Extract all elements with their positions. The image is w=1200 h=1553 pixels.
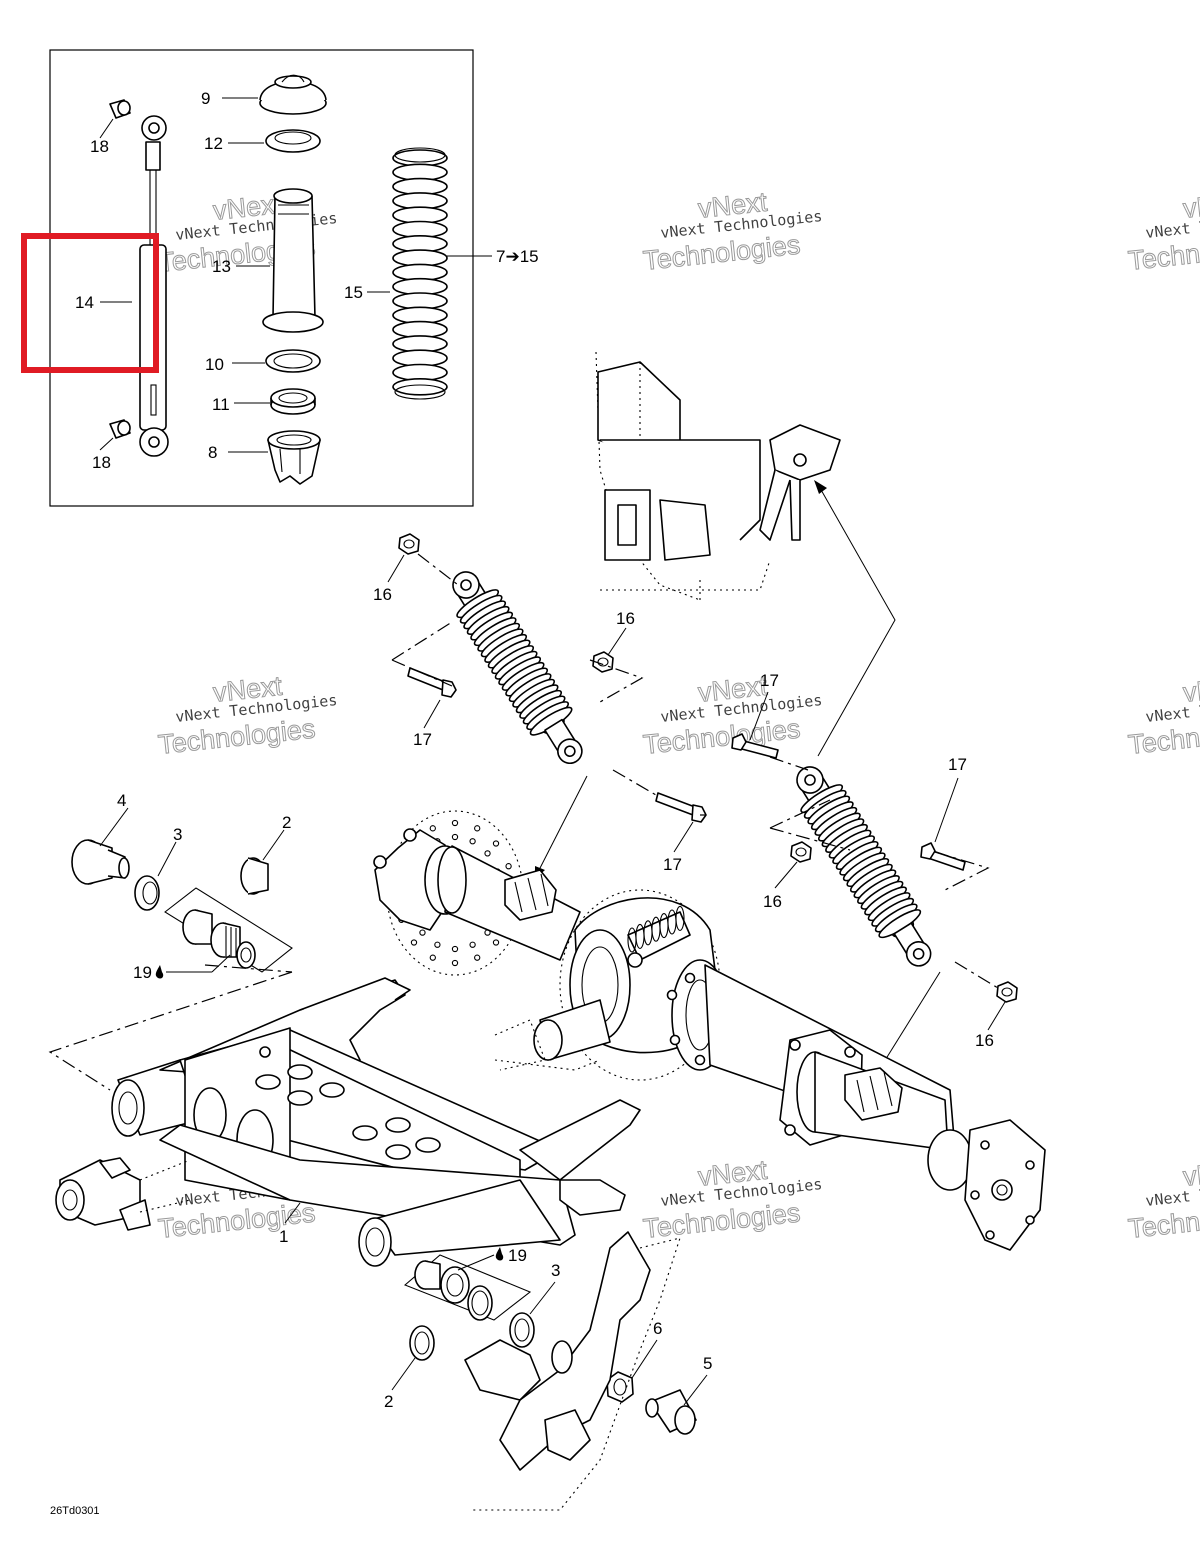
inner-race-part[interactable] xyxy=(236,941,256,969)
watermark: vNext vNext Technologies Technologies xyxy=(641,1154,823,1244)
callout-1: 1 xyxy=(279,1227,288,1246)
inset-leaders xyxy=(99,97,492,453)
callout-16: 16 xyxy=(975,1031,994,1050)
nut-part[interactable] xyxy=(790,841,812,863)
grease-drop-icon xyxy=(495,1247,504,1261)
callout-17: 17 xyxy=(948,755,967,774)
grease-drop-icon xyxy=(155,965,164,979)
right-shock-assembly[interactable] xyxy=(783,756,946,976)
nut-part[interactable] xyxy=(592,651,614,673)
sleeve-part[interactable] xyxy=(467,1285,493,1321)
sleeve-part[interactable] xyxy=(414,1260,441,1290)
callout-19: 19 xyxy=(133,963,152,982)
bolt-part[interactable] xyxy=(920,842,966,871)
main-leaders xyxy=(99,554,1006,1406)
bearing-part[interactable] xyxy=(409,1325,435,1361)
callout-7-to-15: 7➔15 xyxy=(496,247,539,266)
callout-16: 16 xyxy=(763,892,782,911)
watermark-text: vNext xyxy=(1182,1155,1200,1192)
collar-part[interactable] xyxy=(270,388,316,415)
callout-2: 2 xyxy=(384,1392,393,1411)
pivot-pin-part[interactable] xyxy=(645,1389,697,1435)
spring-seat-part[interactable] xyxy=(259,74,327,115)
callout-4: 4 xyxy=(117,791,126,810)
callout-3: 3 xyxy=(173,825,182,844)
vehicle-frame-section xyxy=(595,351,841,601)
ring-part[interactable] xyxy=(265,349,321,373)
pivot-pin-part[interactable] xyxy=(71,839,130,885)
watermark: vNext vNext Technologies Technologies xyxy=(641,186,823,276)
callout-17: 17 xyxy=(663,855,682,874)
bolt-part[interactable] xyxy=(407,667,457,698)
alignment-lines xyxy=(48,553,999,1091)
callout-2: 2 xyxy=(282,813,291,832)
callout-17: 17 xyxy=(760,671,779,690)
inset-frame xyxy=(49,49,474,507)
callout-3: 3 xyxy=(551,1261,560,1280)
callout-10: 10 xyxy=(205,355,224,374)
adjuster-nut-part[interactable] xyxy=(267,430,321,485)
callout-16: 16 xyxy=(373,585,392,604)
callout-labels: 9 12 13 10 11 8 15 7➔15 14 18 18 16 16 1… xyxy=(50,89,994,1517)
swing-arm-part[interactable] xyxy=(55,977,641,1267)
watermark: vNext vNext Technologies Technologies xyxy=(1126,186,1200,276)
needle-bearing-part[interactable] xyxy=(210,922,241,958)
needle-bearing-part[interactable] xyxy=(440,1266,470,1304)
bolt-part[interactable] xyxy=(655,792,707,823)
rear-axle-assembly xyxy=(373,810,1046,1251)
callout-18: 18 xyxy=(92,453,111,472)
callout-17: 17 xyxy=(413,730,432,749)
nut-part[interactable] xyxy=(996,981,1018,1003)
bushing-part[interactable] xyxy=(109,99,131,119)
callout-6: 6 xyxy=(653,1319,662,1338)
seal-part[interactable] xyxy=(134,875,160,911)
callout-5: 5 xyxy=(703,1354,712,1373)
callout-14: 14 xyxy=(75,293,94,312)
callout-16: 16 xyxy=(616,609,635,628)
watermark-text: vNext xyxy=(1182,671,1200,708)
diagram-code: 26Td0301 xyxy=(50,1505,100,1517)
highlight-box xyxy=(21,233,159,373)
callout-15: 15 xyxy=(344,283,363,302)
callout-13: 13 xyxy=(212,257,231,276)
callout-8: 8 xyxy=(208,443,217,462)
washer-part[interactable] xyxy=(265,129,321,153)
frame-bracket-lower xyxy=(464,1231,681,1511)
watermark: vNext vNext Technologies Technologies xyxy=(1126,1154,1200,1244)
coil-spring-part[interactable] xyxy=(392,147,448,400)
bushing-part[interactable] xyxy=(109,419,131,439)
callout-9: 9 xyxy=(201,89,210,108)
callout-12: 12 xyxy=(204,134,223,153)
watermark-text: vNext xyxy=(1182,187,1200,224)
callout-19: 19 xyxy=(508,1246,527,1265)
sleeve-part[interactable] xyxy=(182,909,213,945)
nut-part[interactable] xyxy=(398,533,420,555)
dust-boot-part[interactable] xyxy=(262,188,324,333)
callout-18: 18 xyxy=(90,137,109,156)
watermark: vNext vNext Technologies Technologies xyxy=(156,670,338,760)
bolt-part[interactable] xyxy=(731,733,779,759)
callout-11: 11 xyxy=(212,395,230,414)
left-shock-assembly[interactable] xyxy=(439,561,597,774)
watermark: vNext vNext Technologies Technologies xyxy=(1126,670,1200,760)
bearing-part[interactable] xyxy=(240,857,269,895)
seal-part[interactable] xyxy=(509,1312,535,1348)
